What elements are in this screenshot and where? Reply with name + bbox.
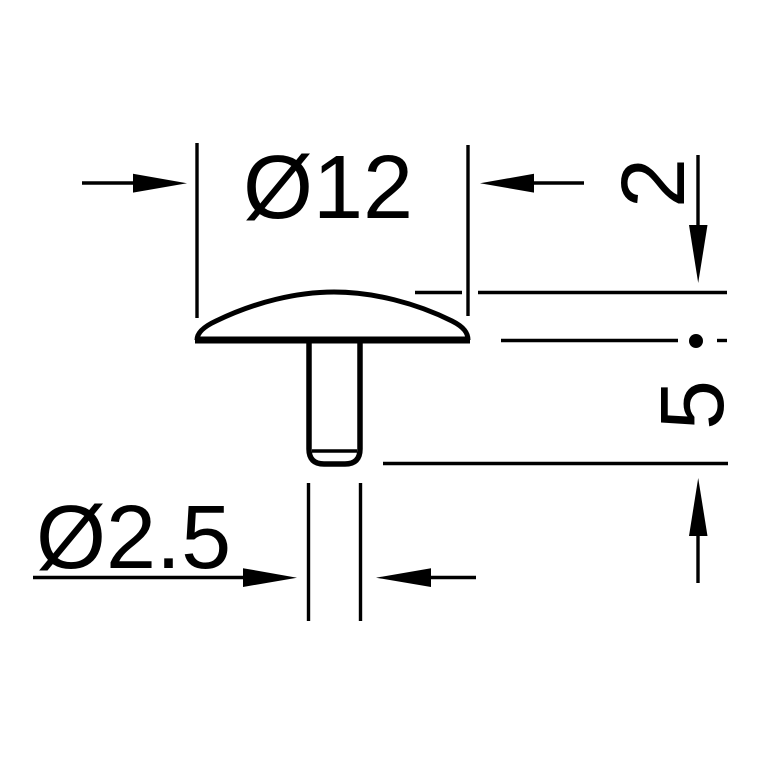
arrowhead-down-icon	[689, 225, 708, 283]
arrowhead-left-icon	[376, 568, 431, 587]
dim-overall-height: 5	[383, 334, 743, 583]
dim-shank-diameter: Ø2.5	[33, 483, 476, 621]
arrowhead-right-icon	[133, 173, 187, 193]
dim-label-cap-diameter: Ø12	[243, 138, 413, 238]
dim-label-overall-height: 5	[643, 380, 743, 430]
dim-cap-height: 2	[415, 155, 727, 295]
dim-label-shank-diameter: Ø2.5	[36, 488, 231, 588]
arrowhead-left-icon	[480, 173, 534, 193]
cap-dome-outline	[194, 289, 471, 341]
arrowhead-up-icon	[689, 478, 708, 536]
shank-outline	[306, 342, 363, 467]
dim-dot-terminator	[689, 334, 703, 348]
part-cover-cap	[194, 289, 471, 467]
dim-label-cap-height: 2	[604, 158, 704, 208]
arrowhead-right-icon	[243, 568, 297, 587]
dim-cap-diameter: Ø12	[82, 138, 584, 318]
